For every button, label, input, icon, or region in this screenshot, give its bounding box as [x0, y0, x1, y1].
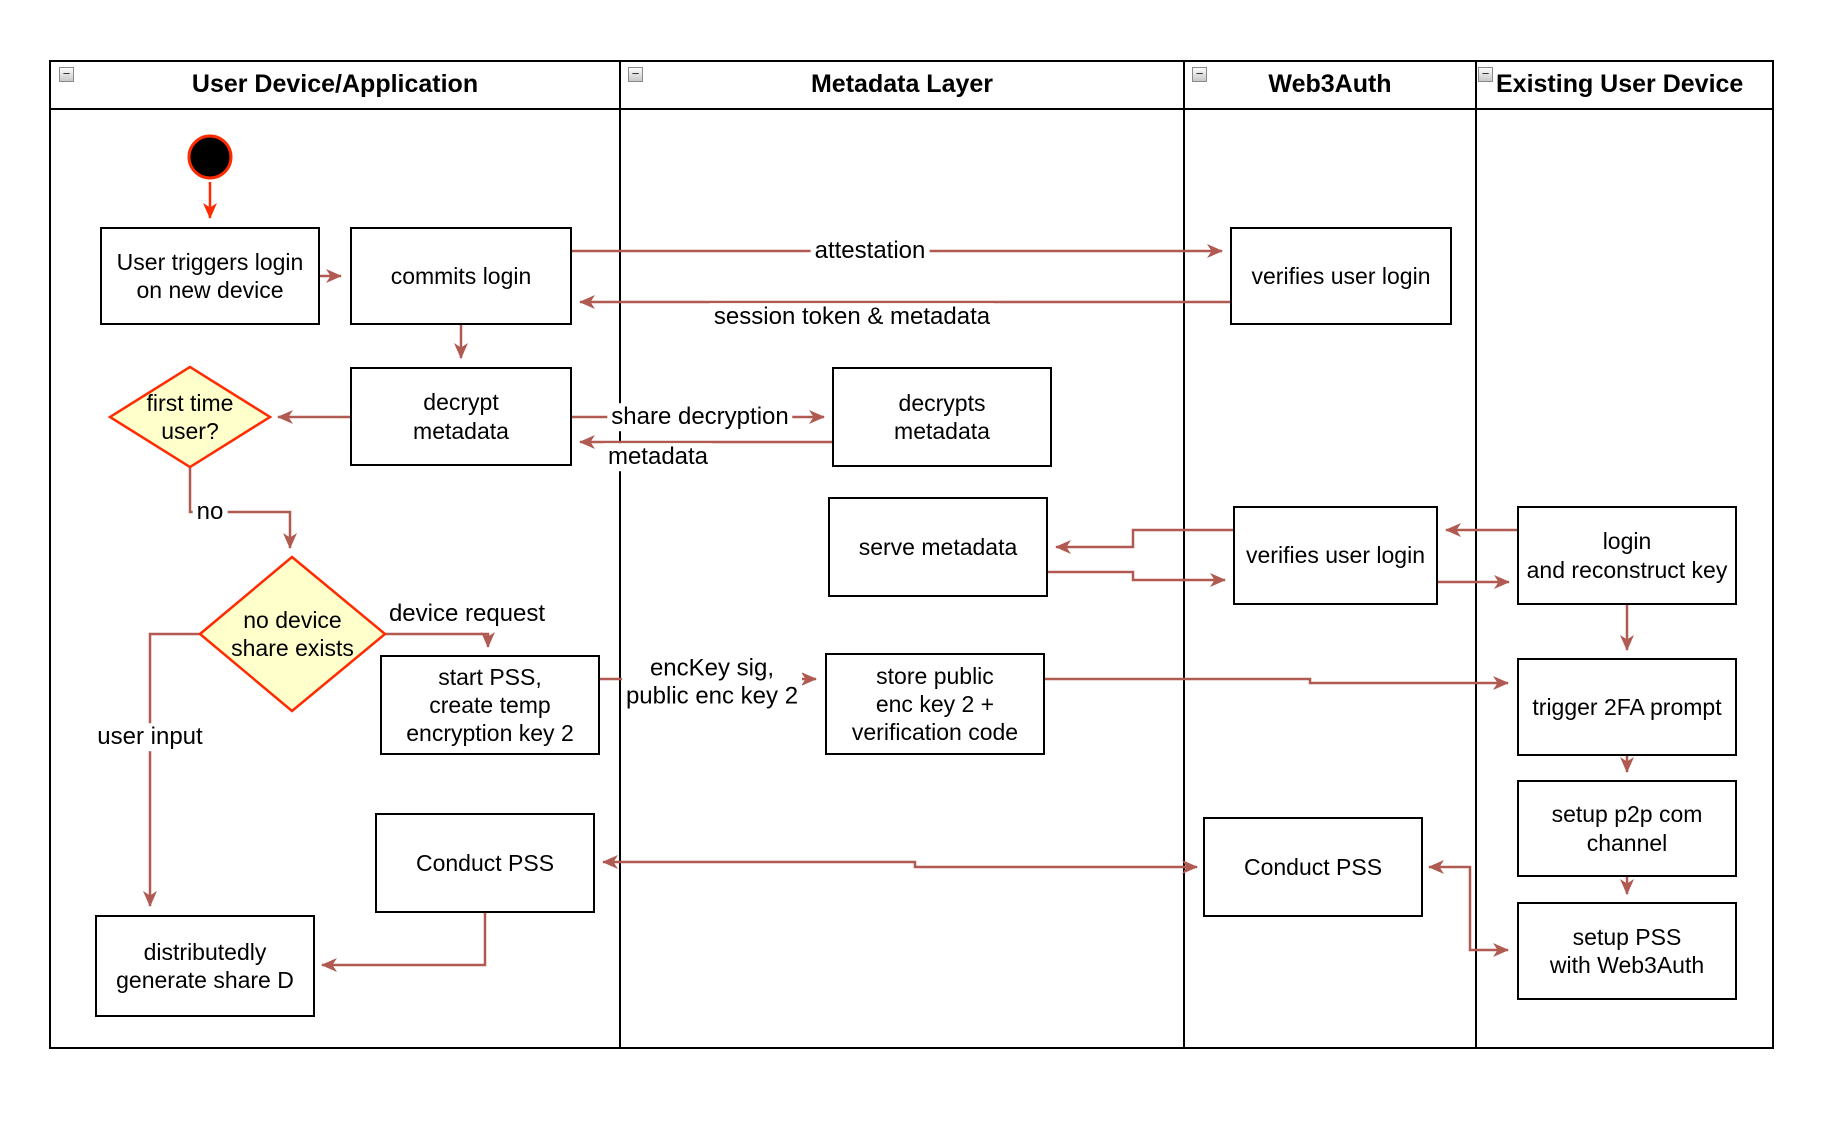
node-verifies-user-login-1[interactable]: verifies user login: [1230, 227, 1452, 325]
collapse-minus-icon[interactable]: −: [59, 67, 74, 82]
edge-serve-metadata-to-verifies2[interactable]: [1048, 570, 1226, 587]
edge-label-share-decryption: share decryption: [607, 403, 793, 431]
node-user-triggers-login[interactable]: User triggers login on new device: [100, 227, 320, 325]
edge-label-metadata: metadata: [603, 443, 713, 471]
collapse-minus-icon[interactable]: −: [1478, 67, 1493, 82]
node-serve-metadata[interactable]: serve metadata: [828, 497, 1048, 597]
node-decrypt-metadata[interactable]: decrypt metadata: [350, 367, 572, 466]
node-verifies-user-login-2[interactable]: verifies user login: [1233, 506, 1438, 605]
edge-label-enckey-sig: encKey sig, public enc key 2: [621, 654, 803, 710]
node-setup-p2p-com-channel[interactable]: setup p2p com channel: [1517, 780, 1737, 877]
edge-label-device-request: device request: [384, 600, 550, 628]
edge-no-branch[interactable]: [188, 467, 297, 549]
lane-divider-1: [619, 60, 621, 1047]
edge-setup-pss-conduct-link[interactable]: [1428, 860, 1509, 957]
node-conduct-pss-user-device[interactable]: Conduct PSS: [375, 813, 595, 913]
edge-store-to-trigger-2fa[interactable]: [1045, 676, 1509, 690]
node-distributedly-generate-share-d[interactable]: distributedly generate share D: [95, 915, 315, 1017]
lane-header-existing-user-device: Existing User Device: [1496, 69, 1744, 98]
node-decrypts-metadata[interactable]: decrypts metadata: [832, 367, 1052, 467]
edge-verifies2-to-serve-metadata[interactable]: [1055, 528, 1233, 554]
decision-first-time-user[interactable]: [107, 365, 273, 469]
decision-no-device-share[interactable]: [198, 555, 387, 713]
node-commits-login[interactable]: commits login: [350, 227, 572, 325]
lane-header-web3auth: Web3Auth: [1268, 69, 1392, 98]
node-login-and-reconstruct-key[interactable]: login and reconstruct key: [1517, 506, 1737, 605]
edge-user-input[interactable]: [143, 632, 200, 907]
node-trigger-2fa-prompt[interactable]: trigger 2FA prompt: [1517, 658, 1737, 756]
edge-label-no: no: [192, 498, 228, 526]
lane-divider-3: [1475, 60, 1477, 1047]
edge-conduct-pss-link[interactable]: [602, 855, 1198, 874]
node-setup-pss-with-web3auth[interactable]: setup PSS with Web3Auth: [1517, 902, 1737, 1000]
edge-label-attestation: attestation: [810, 237, 930, 265]
edge-conduct-to-distributedly[interactable]: [321, 913, 487, 972]
decision-label-no-device-share: no device share exists: [231, 606, 354, 661]
lane-header-divider: [49, 108, 1772, 110]
node-store-public-enc-key[interactable]: store public enc key 2 + verification co…: [825, 653, 1045, 755]
lane-header-user-device-application: User Device/Application: [191, 69, 479, 98]
collapse-minus-icon[interactable]: −: [628, 67, 643, 82]
node-start-pss[interactable]: start PSS, create temp encryption key 2: [380, 655, 600, 755]
collapse-minus-icon[interactable]: −: [1192, 67, 1207, 82]
node-conduct-pss-web3auth[interactable]: Conduct PSS: [1203, 817, 1423, 917]
edge-device-request[interactable]: [385, 632, 495, 648]
lane-divider-2: [1183, 60, 1185, 1047]
start-node[interactable]: [187, 134, 233, 180]
edge-label-user-input: user input: [93, 723, 207, 751]
lane-header-metadata-layer: Metadata Layer: [810, 69, 994, 98]
decision-label-first-time-user: first time user?: [146, 389, 234, 444]
edge-label-session-token: session token & metadata: [709, 303, 995, 331]
